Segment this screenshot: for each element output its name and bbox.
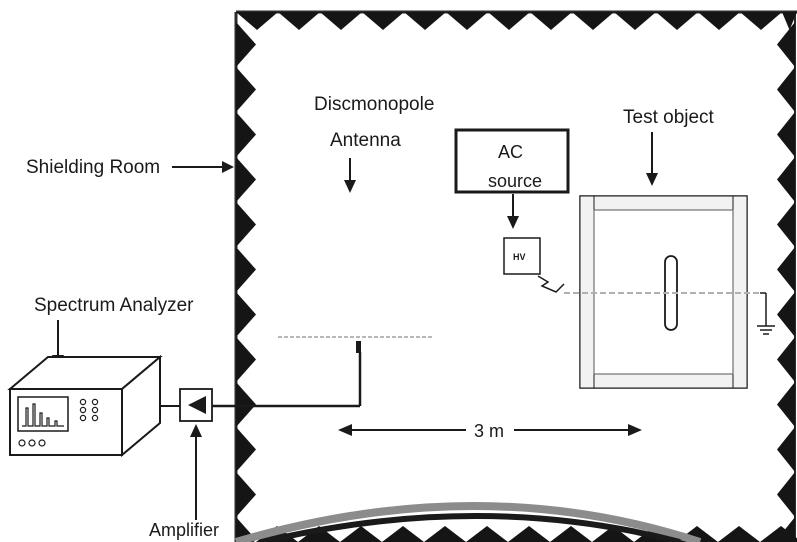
floor-arc-outer bbox=[234, 502, 702, 542]
absorber-cones bbox=[236, 12, 797, 542]
discmonopole-antenna bbox=[278, 336, 432, 353]
absorber-cone bbox=[320, 12, 362, 30]
spectrum-analyzer bbox=[7, 354, 163, 458]
antenna-label-line2: Antenna bbox=[330, 130, 401, 151]
analyzer-knob bbox=[79, 398, 87, 406]
absorber-cone bbox=[236, 67, 256, 112]
absorber-cone bbox=[508, 526, 550, 542]
analyzer-knob bbox=[91, 406, 99, 414]
antenna-arrow bbox=[344, 158, 356, 193]
absorber-cone bbox=[236, 247, 256, 292]
floor-arc-inner bbox=[261, 513, 681, 542]
absorber-cone bbox=[236, 22, 256, 67]
analyzer-knob bbox=[79, 414, 87, 422]
analyzer-button bbox=[38, 439, 46, 447]
absorber-cone bbox=[236, 12, 278, 30]
absorber-cone bbox=[404, 12, 446, 30]
shielding-room-label: Shielding Room bbox=[26, 157, 160, 178]
analyzer-spectrum-trace bbox=[22, 403, 64, 427]
antenna-label-line1: Discmonopole bbox=[314, 94, 434, 115]
absorber-cone bbox=[777, 22, 795, 67]
absorber-cone bbox=[236, 337, 256, 382]
absorber-cone bbox=[382, 526, 424, 542]
ac-source-box: AC source bbox=[454, 128, 570, 194]
absorber-cone bbox=[777, 292, 795, 337]
floor-arcs bbox=[234, 502, 702, 542]
absorber-cone bbox=[656, 12, 698, 30]
ac-to-hv-arrow bbox=[507, 194, 519, 229]
antenna-feed bbox=[356, 341, 361, 353]
amplifier-label: Amplifier bbox=[149, 520, 219, 540]
absorber-cone bbox=[424, 526, 466, 542]
shielding-room-arrow bbox=[172, 161, 234, 173]
absorber-cone bbox=[236, 427, 256, 472]
absorber-cone bbox=[777, 472, 795, 517]
absorber-cone bbox=[278, 12, 320, 30]
test-object-frame-bottom bbox=[579, 373, 748, 389]
absorber-cone bbox=[777, 157, 795, 202]
spectrum-analyzer-label: Spectrum Analyzer bbox=[34, 295, 194, 316]
amplifier-triangle-icon bbox=[188, 396, 206, 414]
amplifier-arrow bbox=[190, 424, 202, 520]
absorber-cone bbox=[777, 427, 795, 472]
amplifier bbox=[179, 388, 213, 422]
distance-label: 3 m bbox=[474, 421, 504, 441]
hv-connection bbox=[537, 275, 565, 293]
absorber-cone bbox=[777, 382, 795, 427]
absorber-cone bbox=[362, 12, 404, 30]
absorber-cone bbox=[236, 157, 256, 202]
signal-cable bbox=[160, 352, 362, 408]
test-object-frame-top bbox=[579, 195, 748, 211]
absorber-cone bbox=[760, 526, 797, 542]
absorber-cone bbox=[614, 12, 656, 30]
hv-box: HV bbox=[503, 237, 541, 275]
absorber-cone bbox=[572, 12, 614, 30]
analyzer-button bbox=[18, 439, 26, 447]
absorber-cone bbox=[550, 526, 592, 542]
absorber-cone bbox=[740, 12, 782, 30]
analyzer-knob bbox=[91, 414, 99, 422]
absorber-cone bbox=[446, 12, 488, 30]
absorber-cone bbox=[488, 12, 530, 30]
absorber-cone bbox=[466, 526, 508, 542]
absorber-cone bbox=[340, 526, 382, 542]
absorber-cone bbox=[236, 292, 256, 337]
analyzer-button bbox=[28, 439, 36, 447]
test-object-arrow bbox=[646, 132, 658, 186]
absorber-cone bbox=[530, 12, 572, 30]
ground-symbol bbox=[757, 292, 775, 335]
absorber-cone bbox=[236, 112, 256, 157]
absorber-cone bbox=[236, 202, 256, 247]
absorber-cone bbox=[236, 472, 256, 517]
absorber-cone bbox=[698, 12, 740, 30]
absorber-cone bbox=[718, 526, 760, 542]
analyzer-knob bbox=[79, 406, 87, 414]
distance-arrow bbox=[338, 424, 642, 436]
shielding-room bbox=[234, 10, 797, 542]
absorber-cone bbox=[782, 12, 797, 30]
ac-source-label-line1: AC bbox=[498, 142, 523, 162]
analyzer-knob bbox=[91, 398, 99, 406]
absorber-cone bbox=[777, 247, 795, 292]
test-object-label: Test object bbox=[623, 107, 715, 128]
absorber-cone bbox=[777, 112, 795, 157]
absorber-cone bbox=[777, 67, 795, 112]
test-object bbox=[564, 195, 760, 389]
hv-label: HV bbox=[513, 252, 526, 262]
ac-source-label-line2: source bbox=[488, 171, 542, 191]
absorber-cone bbox=[236, 382, 256, 427]
absorber-cone bbox=[592, 526, 634, 542]
absorber-cone bbox=[298, 526, 340, 542]
absorber-cone bbox=[777, 202, 795, 247]
absorber-cone bbox=[777, 337, 795, 382]
